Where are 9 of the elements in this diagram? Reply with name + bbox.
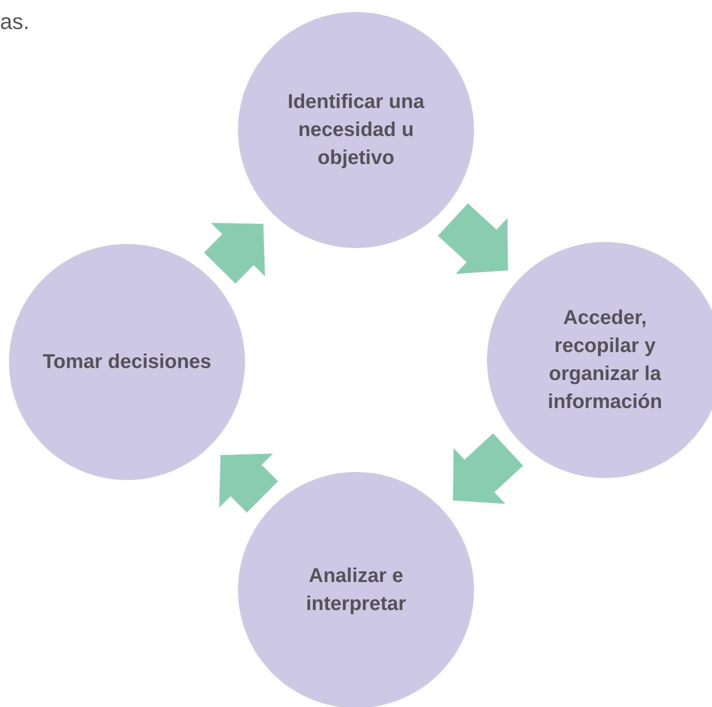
block-arrow xyxy=(438,203,508,274)
node-label: Identificar una necesidad u objetivo xyxy=(286,90,426,171)
node-label: Tomar decisiones xyxy=(42,350,212,375)
block-arrow xyxy=(453,433,523,504)
block-arrow xyxy=(204,222,265,284)
node-label: Acceder, recopilar y organizar la información xyxy=(546,306,664,415)
block-arrow xyxy=(219,454,278,512)
node-label: Analizar e interpretar xyxy=(304,564,408,617)
text-fragment: as. xyxy=(0,8,30,36)
